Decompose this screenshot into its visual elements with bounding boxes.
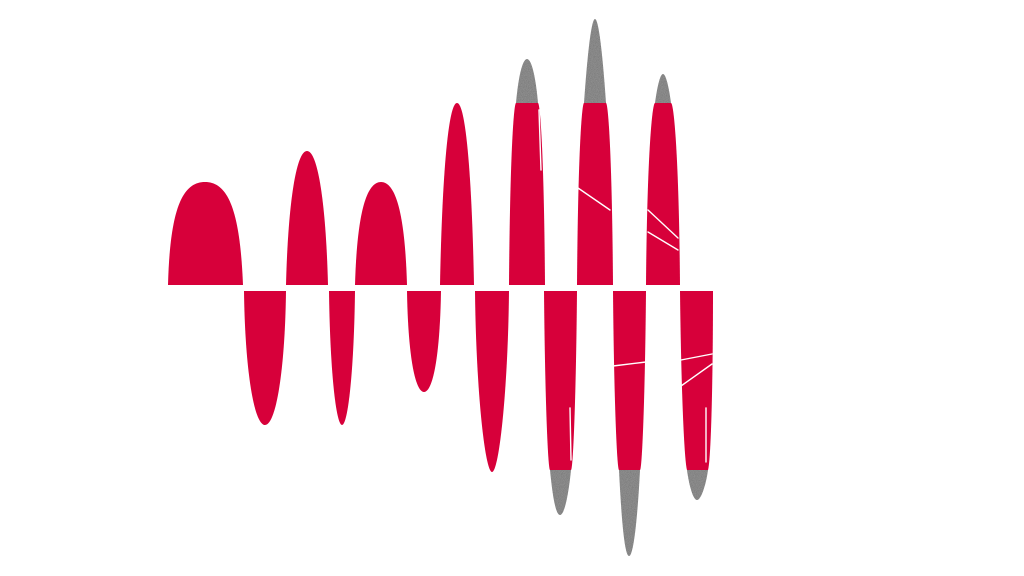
upper-lobe-7-tip [655, 74, 671, 103]
lower-lobe-5-tip [550, 470, 571, 515]
upper-lobe-4 [440, 103, 474, 285]
upper-lobe-6 [577, 103, 613, 285]
stroke-7 [680, 363, 713, 387]
lower-lobes [244, 291, 713, 556]
upper-lobes [168, 19, 680, 285]
upper-lobe-2 [286, 151, 328, 285]
stroke-1 [538, 109, 542, 171]
upper-lobe-6-tip [584, 19, 606, 103]
stroke-2 [577, 187, 611, 211]
stroke-8 [569, 407, 572, 461]
upper-lobe-3 [355, 182, 407, 285]
stroke-4 [647, 231, 679, 251]
white-strokes [538, 109, 713, 463]
lower-lobe-6-tip [619, 470, 640, 556]
lower-lobe-2 [329, 291, 355, 425]
upper-lobe-1 [168, 182, 243, 285]
stroke-6 [680, 353, 713, 361]
lower-lobe-1 [244, 291, 286, 425]
stroke-5 [612, 361, 647, 367]
upper-lobe-7 [646, 103, 680, 285]
lower-lobe-5 [544, 291, 577, 470]
upper-lobe-5 [509, 103, 545, 285]
lower-lobe-4 [475, 291, 509, 472]
upper-lobe-5-tip [516, 59, 538, 103]
stroke-3 [647, 209, 679, 239]
lower-lobe-7-tip [687, 470, 708, 500]
lower-lobe-6 [613, 291, 646, 470]
lower-lobe-3 [407, 291, 441, 392]
lower-lobe-7 [680, 291, 713, 470]
